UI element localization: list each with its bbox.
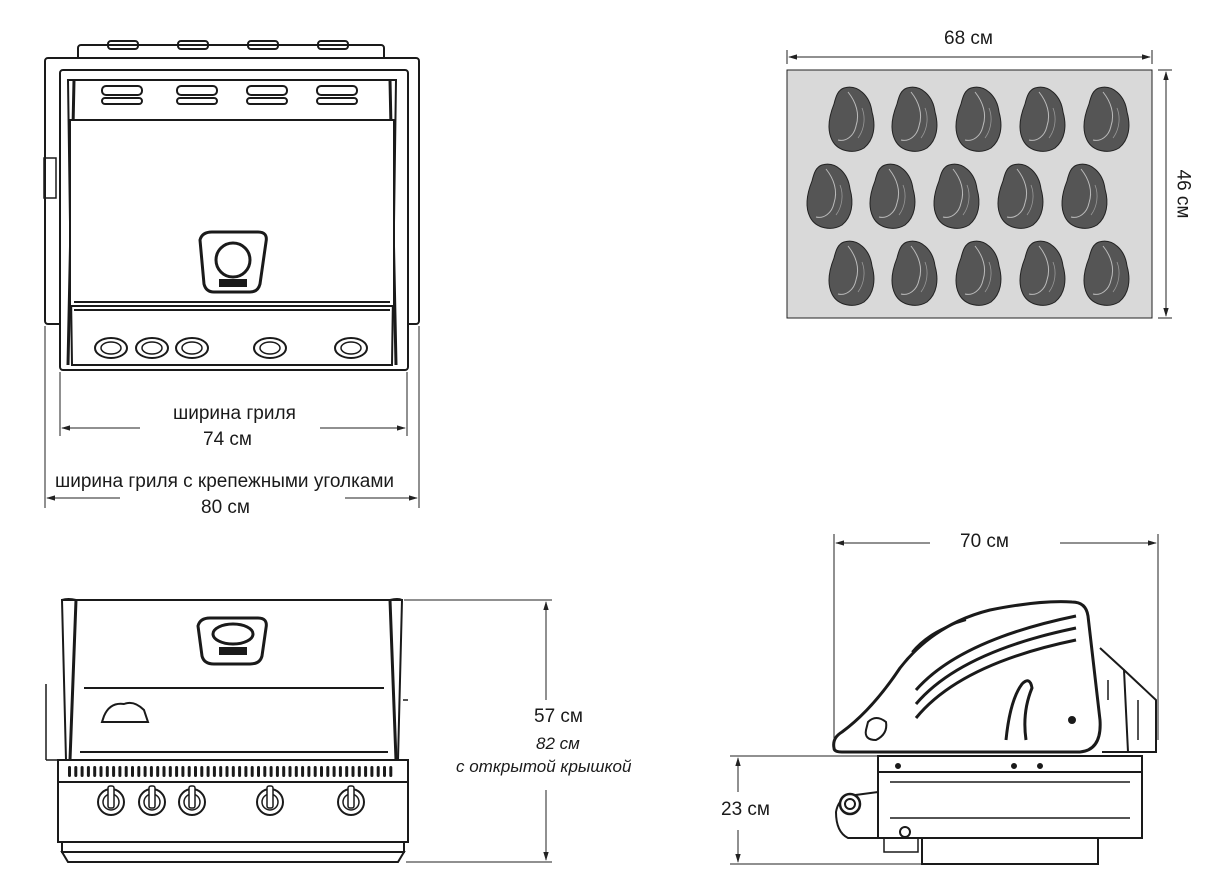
vent-slot [80,766,84,777]
vent-slot [143,766,147,777]
top-view-drawing [43,40,420,371]
vent-slot [269,766,273,777]
front-open-height-note: с открытой крышкой [453,756,635,778]
vent-slot [99,766,103,777]
vent-slot [244,766,248,777]
grill-width-dimension [59,372,408,436]
front-view-vents [68,766,393,777]
grill-width-label: ширина гриля [170,403,299,425]
vent-slot [194,766,197,777]
vent-slot [389,766,393,777]
vent-slot [326,766,330,777]
vent-slot [137,766,141,777]
front-height-dimension [404,599,552,863]
vent-slot [187,766,191,777]
vent-slot [238,766,242,777]
vent-slot [364,766,368,777]
vent-slot [370,766,374,777]
vent-slot [162,766,166,777]
cooking-area-depth-value: 46 см [1171,166,1194,222]
side-depth-value: 70 см [957,531,1012,553]
bracket-width-label: ширина гриля с крепежными уголками [52,471,398,493]
vent-slot [345,766,349,777]
side-base-height-dimension [730,755,922,865]
cooking-area-width-value: 68 см [941,28,996,50]
bracket-width-dimension [44,326,420,508]
vent-slot [206,766,210,777]
vent-slot [212,766,216,777]
vent-slot [74,766,78,777]
bracket-width-value: 80 см [198,497,253,519]
side-base-height-value: 23 см [718,799,773,821]
vent-slot [225,766,229,777]
vent-slot [332,766,336,777]
vent-slot [275,766,279,777]
vent-slot [357,766,361,777]
vent-slot [320,766,323,777]
vent-slot [105,766,109,777]
vent-slot [112,766,116,777]
vent-slot [118,766,122,777]
cooking-area-dimension-width [786,50,1153,64]
vent-slot [168,766,172,777]
vent-slot [68,766,71,777]
vent-slot [294,766,298,777]
vent-slot [383,766,386,777]
vent-slot [219,766,223,777]
cooking-area-dimension-depth [1158,69,1172,319]
vent-slot [156,766,160,777]
vent-slot [200,766,204,777]
vent-slot [124,766,128,777]
vent-slot [307,766,311,777]
vent-slot [282,766,286,777]
vent-slot [181,766,185,777]
side-view-drawing [832,600,1157,865]
front-open-height-value: 82 см [533,733,583,755]
side-depth-dimension [833,534,1159,740]
vent-slot [250,766,254,777]
grill-width-value: 74 см [200,429,255,451]
vent-slot [301,766,305,777]
vent-slot [149,766,153,777]
vent-slot [257,766,260,777]
vent-slot [338,766,342,777]
vent-slot [86,766,90,777]
vent-slot [131,766,134,777]
vent-slot [376,766,380,777]
vent-slot [231,766,235,777]
vent-slot [93,766,97,777]
vent-slot [313,766,317,777]
front-view-drawing [45,598,409,863]
vent-slot [288,766,292,777]
vent-slot [263,766,267,777]
vent-slot [351,766,355,777]
front-height-value: 57 см [531,706,586,728]
vent-slot [175,766,179,777]
